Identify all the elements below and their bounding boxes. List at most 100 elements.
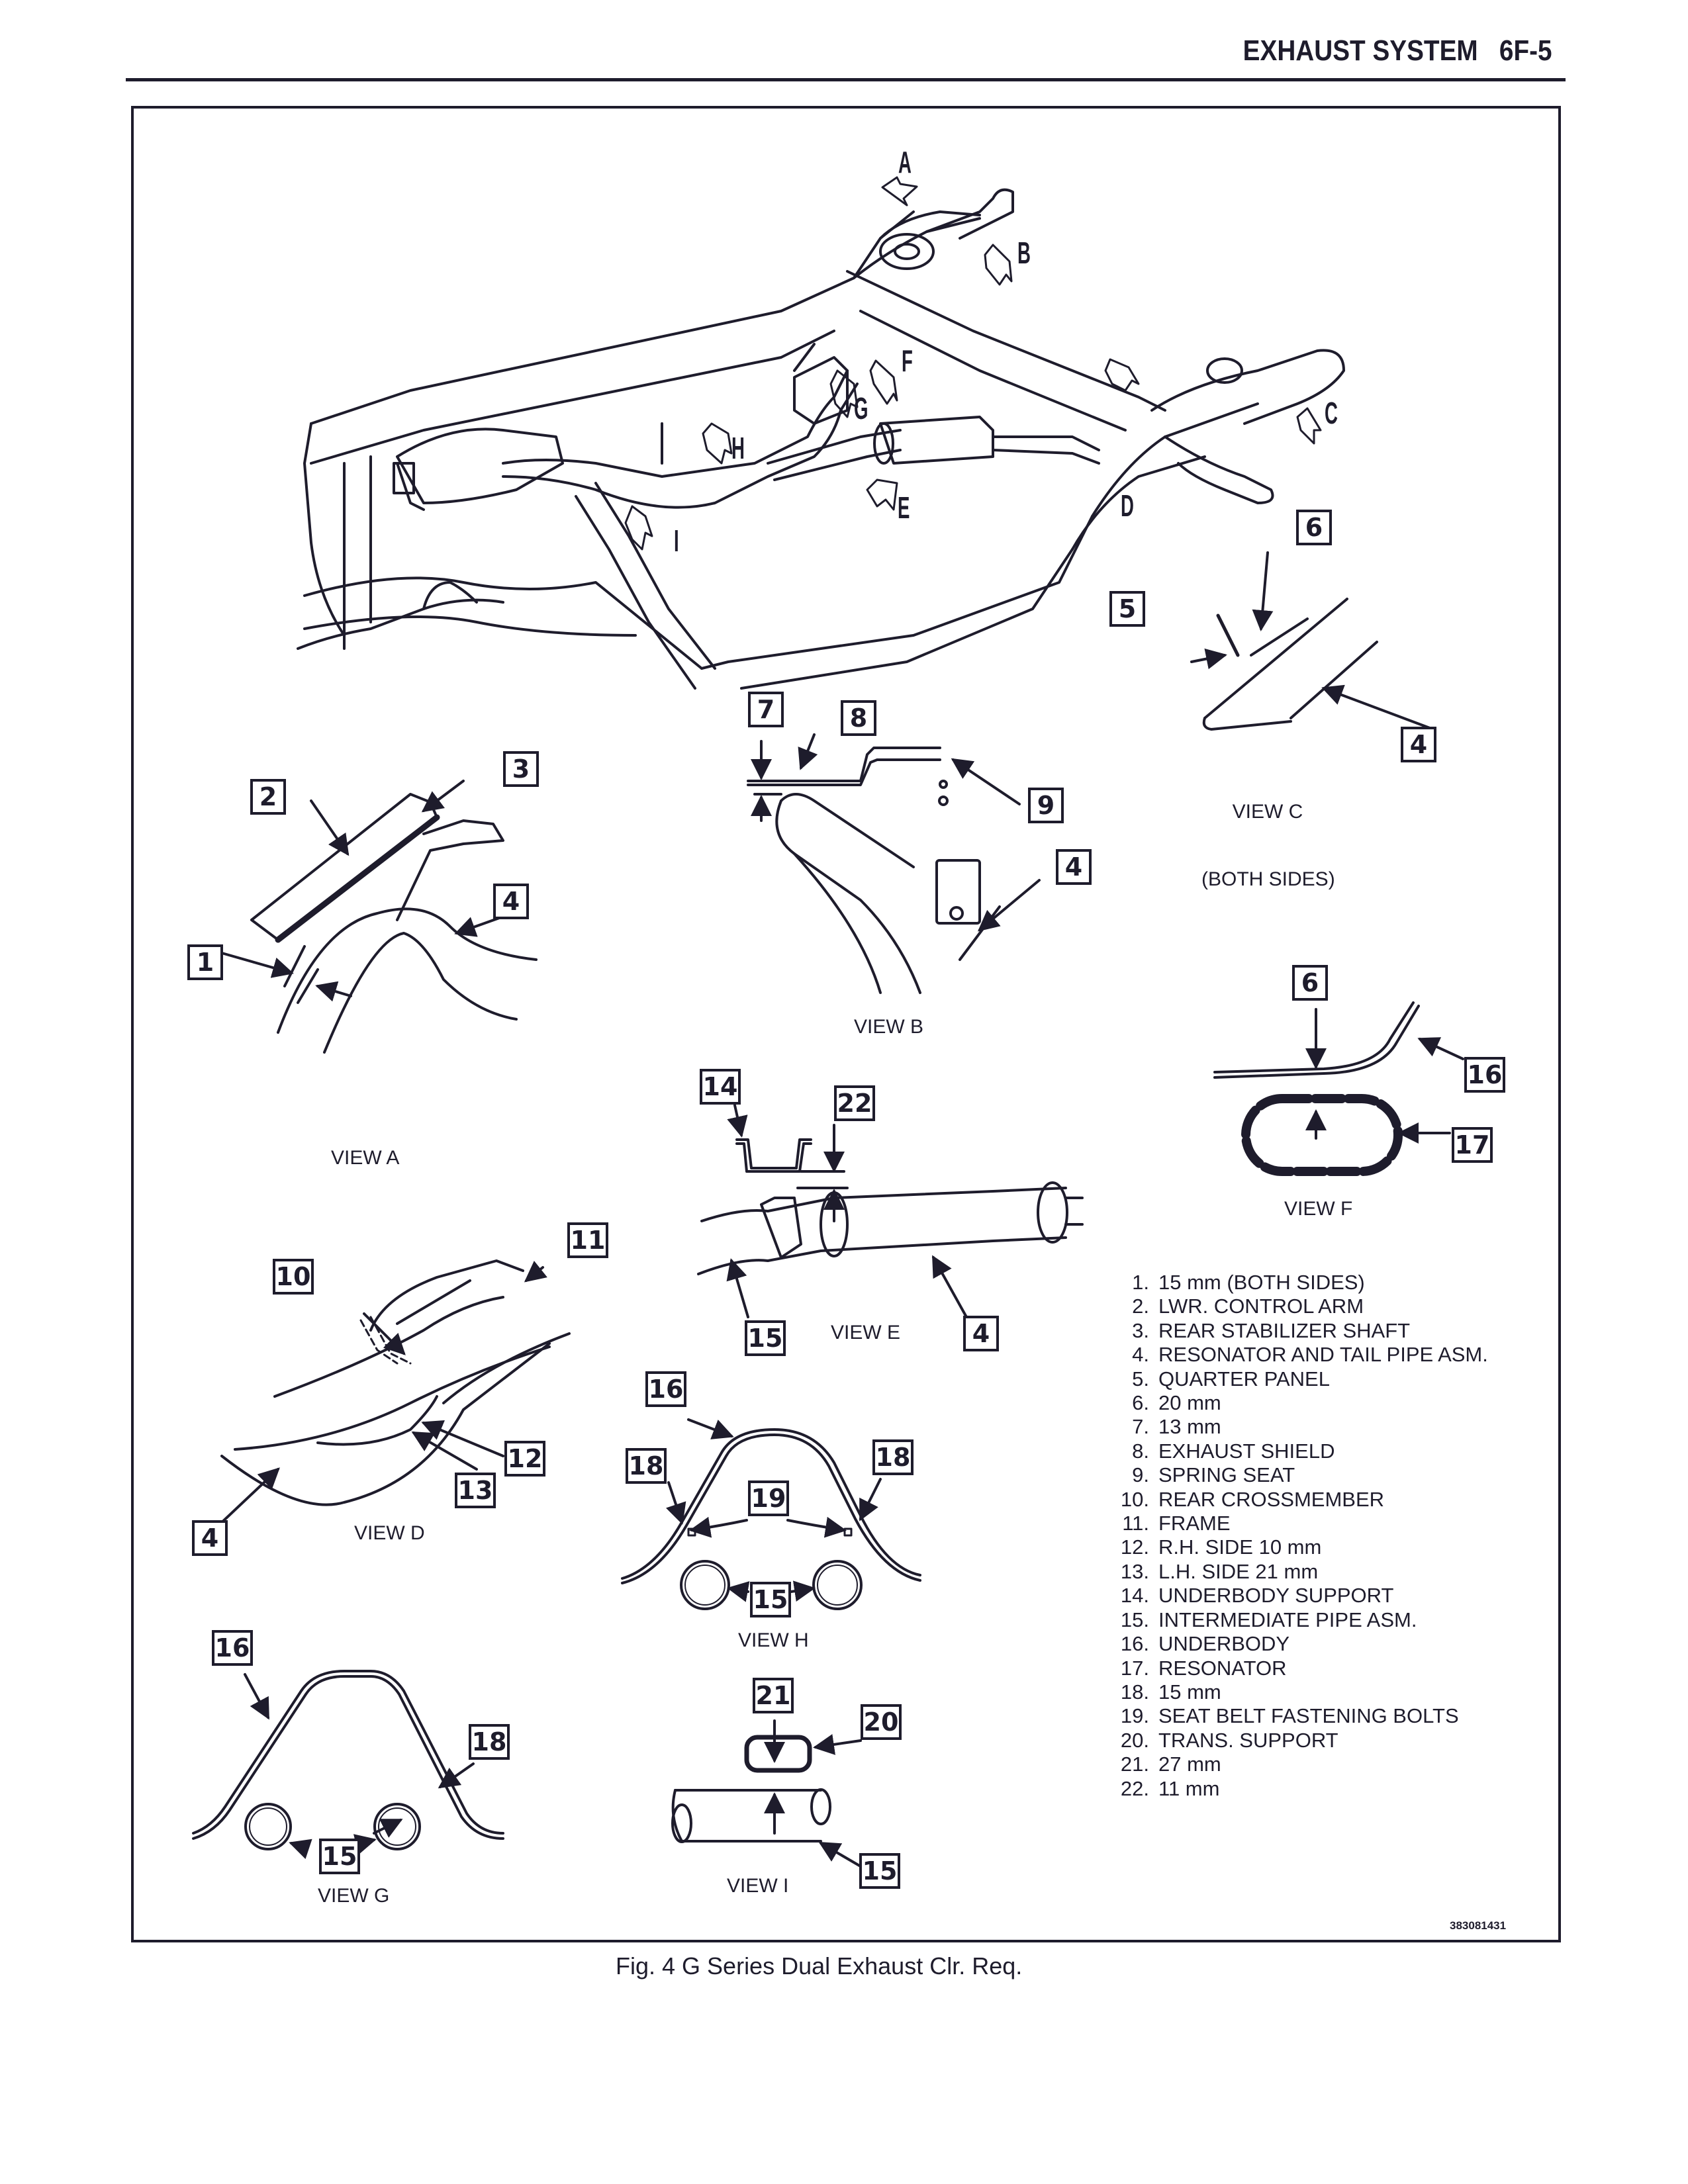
- figure-frame: [131, 106, 1561, 1942]
- legend-item-number: 10.: [1120, 1487, 1149, 1511]
- callout-view-i-21: 21: [753, 1678, 794, 1713]
- legend-item-text: LWR. CONTROL ARM: [1158, 1295, 1364, 1318]
- view-f-label: VIEW F: [1284, 1198, 1353, 1220]
- legend-item-number: 5.: [1132, 1367, 1149, 1390]
- legend-item-number: 11.: [1122, 1512, 1149, 1535]
- legend-item: 7.13 mm: [1104, 1415, 1488, 1439]
- legend-item-text: REAR CROSSMEMBER: [1158, 1487, 1385, 1511]
- legend-item-text: 20 mm: [1158, 1391, 1221, 1415]
- legend-item-text: 15 mm (BOTH SIDES): [1158, 1271, 1365, 1294]
- legend-item-number: 19.: [1120, 1704, 1149, 1728]
- legend-item-text: FRAME: [1158, 1512, 1231, 1535]
- view-b-drawing: [747, 733, 1041, 994]
- callout-view-g-16: 16: [212, 1630, 253, 1666]
- callout-view-b-8: 8: [841, 700, 876, 736]
- legend-item-text: 11 mm: [1158, 1776, 1220, 1800]
- legend-item: 1.15 mm (BOTH SIDES): [1104, 1271, 1488, 1295]
- legend-item-number: 2.: [1132, 1295, 1149, 1318]
- callout-view-h-19: 19: [748, 1480, 789, 1516]
- callout-view-d-12: 12: [504, 1441, 545, 1477]
- view-letter-i: I: [674, 523, 679, 558]
- callout-view-h-15: 15: [750, 1582, 791, 1617]
- legend-item: 13. L.H. SIDE 21 mm: [1104, 1560, 1488, 1584]
- view-a-label: VIEW A: [331, 1147, 400, 1169]
- legend-item-number: 17.: [1120, 1656, 1149, 1680]
- legend-item: 18.15 mm: [1104, 1680, 1488, 1704]
- legend-item-text: RESONATOR: [1158, 1656, 1287, 1680]
- callout-view-g-18: 18: [469, 1724, 510, 1760]
- callout-view-h-18-right: 18: [872, 1439, 914, 1475]
- arrow-view-b-icon: [984, 244, 1013, 286]
- legend-item-text: TRANS. SUPPORT: [1158, 1728, 1338, 1752]
- legend-item: 11. FRAME: [1104, 1512, 1488, 1535]
- legend-item-number: 18.: [1120, 1680, 1149, 1704]
- legend-item-text: UNDERBODY: [1158, 1632, 1290, 1656]
- legend-item-text: UNDERBODY SUPPORT: [1158, 1584, 1394, 1608]
- view-letter-c: C: [1325, 396, 1338, 430]
- legend-item-number: 12.: [1120, 1535, 1149, 1559]
- callout-view-e-4: 4: [963, 1316, 999, 1351]
- legend-item-text: 27 mm: [1158, 1752, 1221, 1776]
- view-h-label: VIEW H: [738, 1629, 809, 1651]
- legend-item-number: 13.: [1120, 1559, 1149, 1583]
- callout-view-i-20: 20: [861, 1704, 902, 1740]
- legend-item: 2. LWR. CONTROL ARM: [1104, 1295, 1488, 1318]
- view-e-drawing: [697, 1104, 1084, 1318]
- legend-item-text: L.H. SIDE 21 mm: [1158, 1559, 1319, 1583]
- callout-view-d-13: 13: [455, 1473, 496, 1508]
- legend-item-text: REAR STABILIZER SHAFT: [1158, 1318, 1411, 1342]
- callout-view-a-1: 1: [187, 944, 223, 980]
- legend-item: 3.REAR STABILIZER SHAFT: [1104, 1319, 1488, 1343]
- callout-view-b-7: 7: [748, 692, 784, 727]
- view-c-label: VIEW C (BOTH SIDES): [1201, 756, 1335, 913]
- callout-view-f-6: 6: [1292, 965, 1328, 1001]
- header-rule: [126, 78, 1566, 81]
- view-letter-b: B: [1017, 236, 1031, 270]
- arrow-view-c-icon: [1296, 407, 1322, 445]
- view-c-subtitle: (BOTH SIDES): [1201, 868, 1335, 890]
- view-i-drawing: [671, 1719, 862, 1868]
- legend-item: 21. 27 mm: [1104, 1752, 1488, 1776]
- legend-item-number: 21.: [1120, 1752, 1149, 1776]
- callout-view-i-15: 15: [859, 1853, 900, 1889]
- callout-view-c-5: 5: [1109, 591, 1145, 627]
- legend-item-text: RESONATOR AND TAIL PIPE ASM.: [1158, 1343, 1488, 1367]
- figure-caption: Fig. 4 G Series Dual Exhaust Clr. Req.: [616, 1952, 1023, 1979]
- arrow-view-a-icon: [881, 176, 918, 206]
- view-b-label: VIEW B: [854, 1016, 924, 1038]
- legend-item-number: 6.: [1132, 1391, 1149, 1415]
- arrow-view-e-icon: [866, 478, 898, 511]
- legend-item-text: 13 mm: [1158, 1415, 1221, 1439]
- view-g-label: VIEW G: [318, 1885, 390, 1907]
- callout-view-b-4: 4: [1056, 849, 1092, 885]
- view-a-drawing: [220, 780, 538, 1054]
- legend-item: 20. TRANS. SUPPORT: [1104, 1729, 1488, 1752]
- legend-item-number: 14.: [1120, 1584, 1149, 1608]
- legend-item-number: 20.: [1120, 1728, 1149, 1752]
- callout-view-e-15: 15: [745, 1320, 786, 1356]
- view-d-drawing: [217, 1259, 571, 1527]
- view-letter-d: D: [1121, 488, 1134, 523]
- chassis-frame-drawing: [297, 188, 1345, 690]
- legend-item: 15. INTERMEDIATE PIPE ASM.: [1104, 1608, 1488, 1632]
- legend-item: 4.RESONATOR AND TAIL PIPE ASM.: [1104, 1343, 1488, 1367]
- view-direction-arrows: [624, 176, 1322, 551]
- view-letter-h: H: [731, 431, 745, 465]
- callout-view-e-22: 22: [834, 1085, 875, 1121]
- legend-item-text: INTERMEDIATE PIPE ASM.: [1158, 1608, 1417, 1631]
- legend-item-number: 9.: [1132, 1463, 1149, 1487]
- legend-item: 8.EXHAUST SHIELD: [1104, 1439, 1488, 1463]
- view-letter-f: F: [902, 343, 913, 378]
- legend-item: 14. UNDERBODY SUPPORT: [1104, 1584, 1488, 1608]
- view-letter-a: A: [898, 145, 912, 179]
- legend-item: 10. REAR CROSSMEMBER: [1104, 1488, 1488, 1512]
- callout-view-a-2: 2: [250, 779, 286, 815]
- view-i-label: VIEW I: [727, 1875, 789, 1897]
- callout-view-a-4: 4: [493, 884, 529, 919]
- legend-item-number: 8.: [1132, 1439, 1149, 1463]
- callout-view-a-3: 3: [503, 751, 539, 787]
- legend-item: 22.11 mm: [1104, 1777, 1488, 1801]
- legend-item-number: 15.: [1120, 1608, 1149, 1631]
